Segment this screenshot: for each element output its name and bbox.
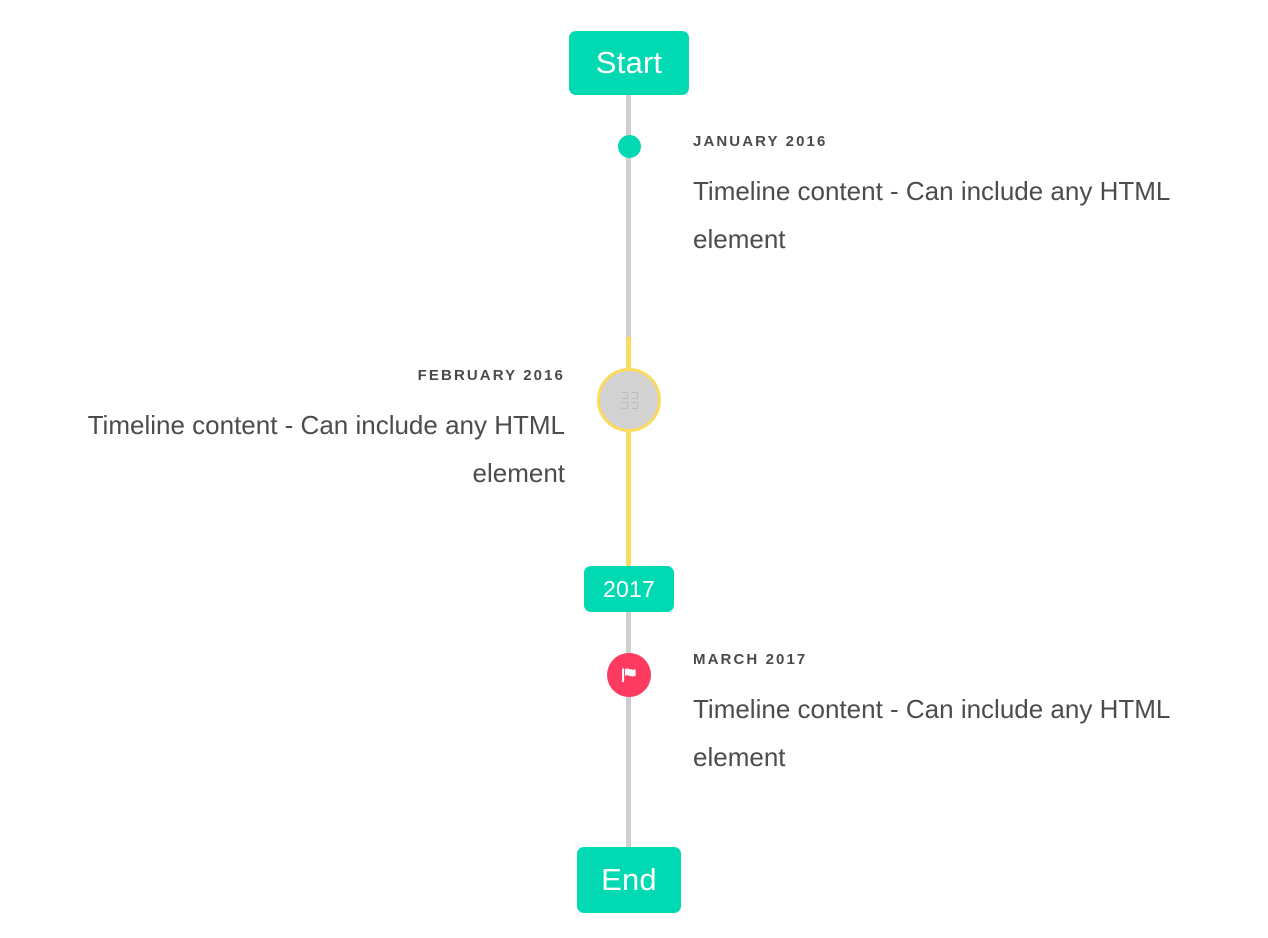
timeline-entry-body: Timeline content - Can include any HTML … [693,694,1170,773]
timeline-entry-january: JANUARY 2016 Timeline content - Can incl… [693,133,1233,263]
timeline-year-badge[interactable]: 2017 [584,566,674,612]
timeline-end-badge[interactable]: End [577,847,681,913]
timeline-entry-february: FEBRUARY 2016 Timeline content - Can inc… [40,367,565,497]
timeline-entry-body: Timeline content - Can include any HTML … [693,176,1170,255]
missing-glyph-icon [620,391,638,409]
timeline-entry-date: JANUARY 2016 [693,133,828,150]
timeline-entry-body: Timeline content - Can include any HTML … [87,410,565,489]
timeline-start-badge[interactable]: Start [569,31,689,95]
timeline-axis-segment-bottom [626,612,631,847]
timeline-entry-date: FEBRUARY 2016 [417,367,565,384]
timeline-axis-segment-highlight [626,337,631,566]
timeline-marker-ring-icon[interactable] [597,368,661,432]
timeline-marker-dot-icon[interactable] [618,135,641,158]
timeline-entry-march: MARCH 2017 Timeline content - Can includ… [693,651,1233,781]
timeline-entry-date: MARCH 2017 [693,651,808,668]
timeline-axis-segment-top [626,95,631,337]
timeline-marker-flag-icon[interactable] [607,653,651,697]
